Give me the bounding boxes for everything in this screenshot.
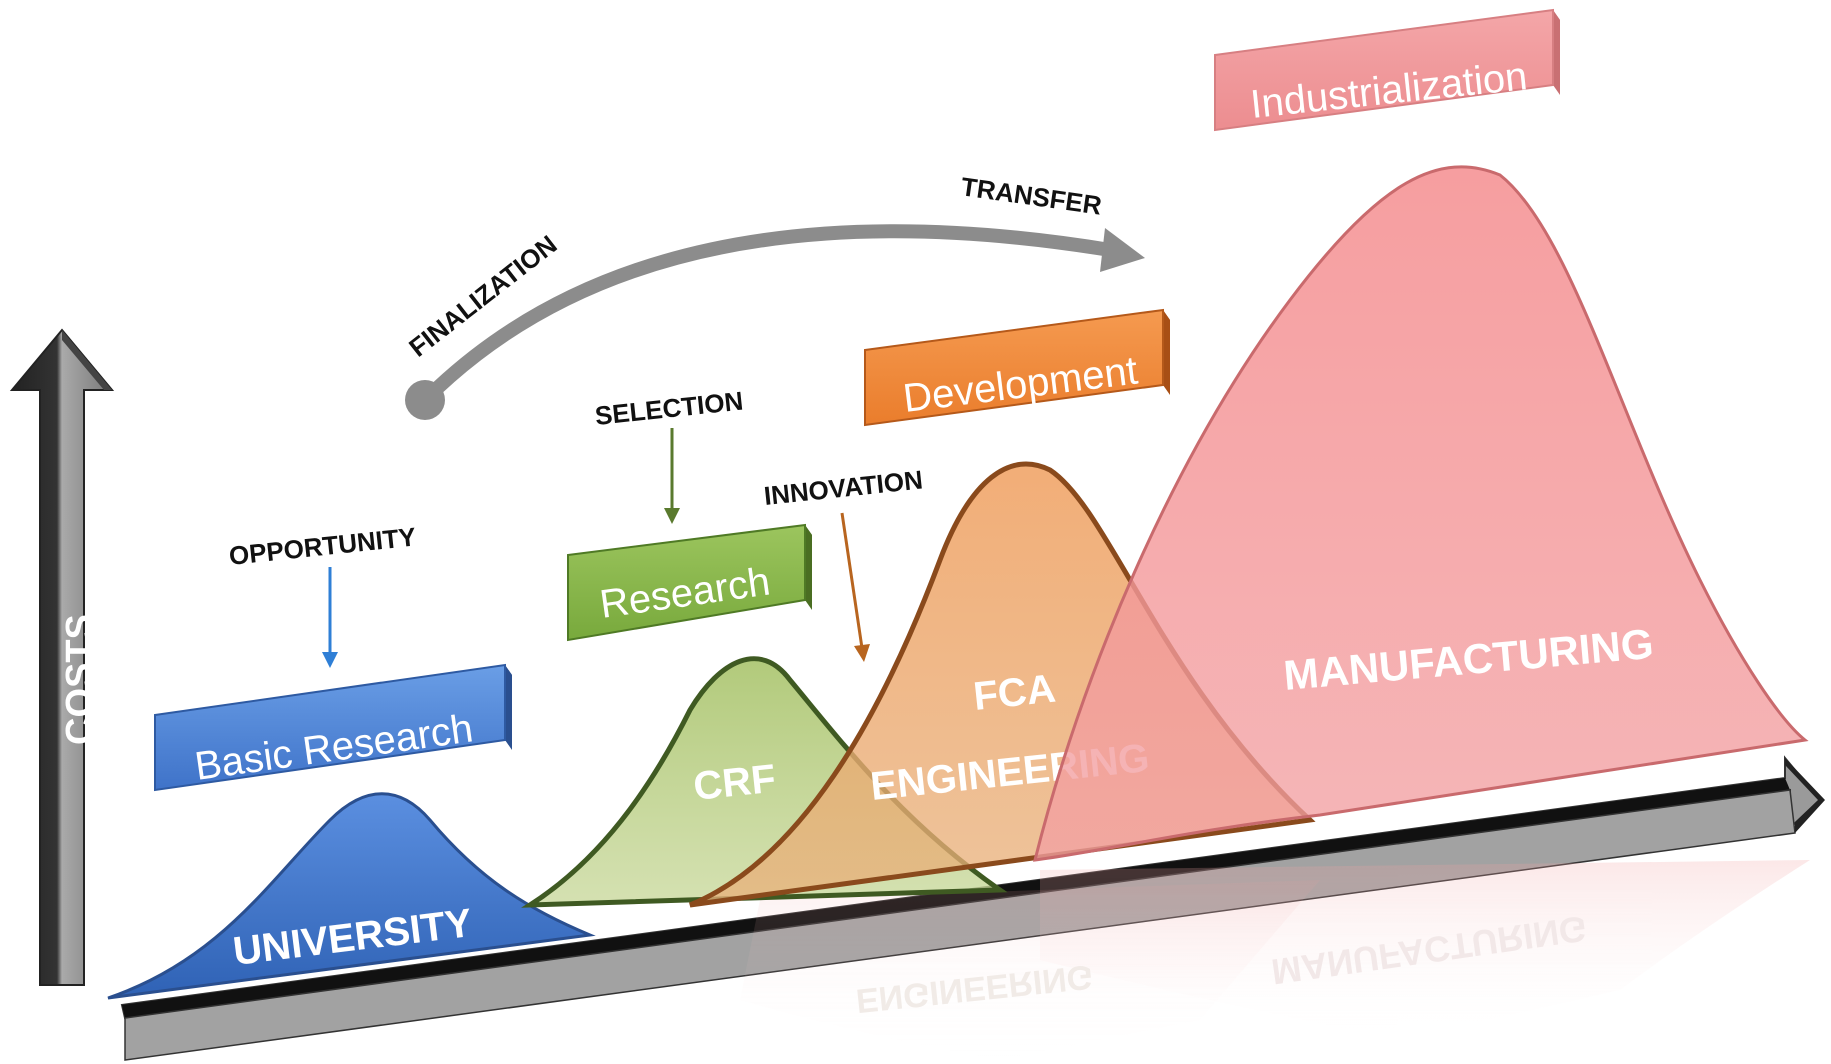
- annotation-opportunity: OPPORTUNITY: [227, 522, 417, 668]
- y-axis-label: COSTS: [59, 614, 101, 745]
- label-innovation: INNOVATION: [762, 464, 924, 510]
- curve-label-fca: FCA: [971, 667, 1057, 719]
- label-selection: SELECTION: [593, 386, 744, 431]
- curve-label-crf: CRF: [691, 757, 777, 809]
- box-basic-research: Basic Research: [154, 663, 512, 792]
- y-axis: COSTS: [9, 328, 115, 986]
- reflection: MANUFACTURING ENGINEERING: [740, 860, 1810, 1060]
- box-research: Research: [567, 523, 812, 642]
- box-development: Development: [864, 308, 1170, 427]
- box-industrialization: Industrialization: [1214, 8, 1560, 132]
- label-transfer: TRANSFER: [959, 171, 1104, 220]
- label-opportunity: OPPORTUNITY: [227, 522, 417, 571]
- curve-manufacturing: MANUFACTURING: [1033, 165, 1809, 862]
- annotation-selection: SELECTION: [593, 386, 745, 524]
